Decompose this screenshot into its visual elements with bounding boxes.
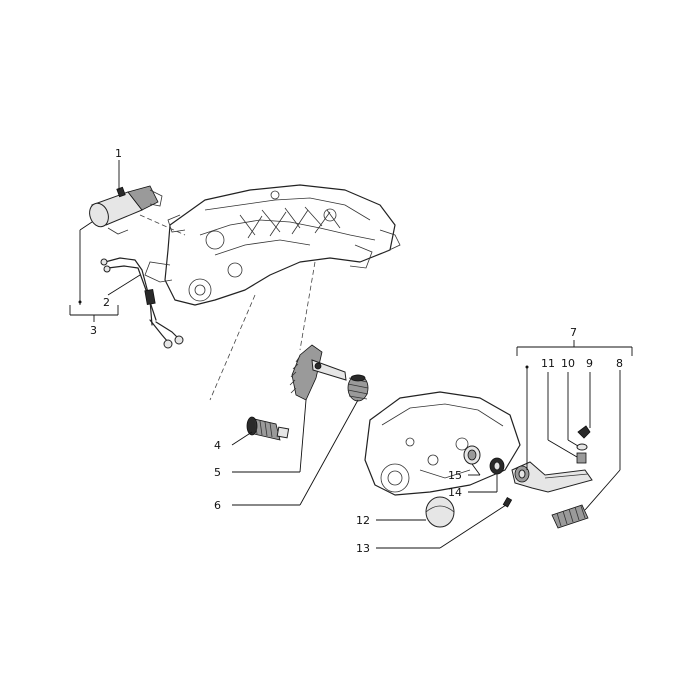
callout-1: 1: [115, 147, 122, 160]
callout-2: 2: [103, 296, 110, 309]
callout-8: 8: [616, 357, 623, 370]
callout-9: 9: [586, 357, 593, 370]
wiring-harness: [100, 257, 184, 349]
callout-12: 12: [356, 514, 370, 527]
kick-start-lever: [511, 461, 593, 493]
callout-11: 11: [541, 357, 555, 370]
transmission-cover: [364, 391, 521, 496]
starter-motor: [89, 185, 163, 235]
starter-drive-bendix: [246, 416, 290, 441]
callout-3: 3: [90, 324, 97, 337]
engine-crankcase: [144, 184, 401, 306]
cover-cap: [425, 496, 455, 528]
callout-4: 4: [214, 439, 221, 452]
callout-7: 7: [570, 326, 577, 339]
washer: [489, 457, 505, 475]
lever-pin-assembly: [576, 425, 591, 464]
callout-14: 14: [448, 486, 462, 499]
oil-seal: [463, 445, 481, 465]
kick-pedal-rubber: [551, 504, 589, 529]
callout-6: 6: [214, 499, 221, 512]
kick-start-spring: [347, 374, 369, 402]
assembly-guide-line: [139, 214, 186, 236]
callout-13: 13: [356, 542, 370, 555]
callout-15: 15: [448, 469, 462, 482]
callout-5: 5: [214, 466, 221, 479]
leader-lines: [69, 160, 633, 549]
kick-start-gear-sector: [289, 344, 347, 401]
assembly-guide-line: [299, 261, 316, 351]
callout-10: 10: [561, 357, 575, 370]
assembly-guide-line: [209, 294, 256, 401]
